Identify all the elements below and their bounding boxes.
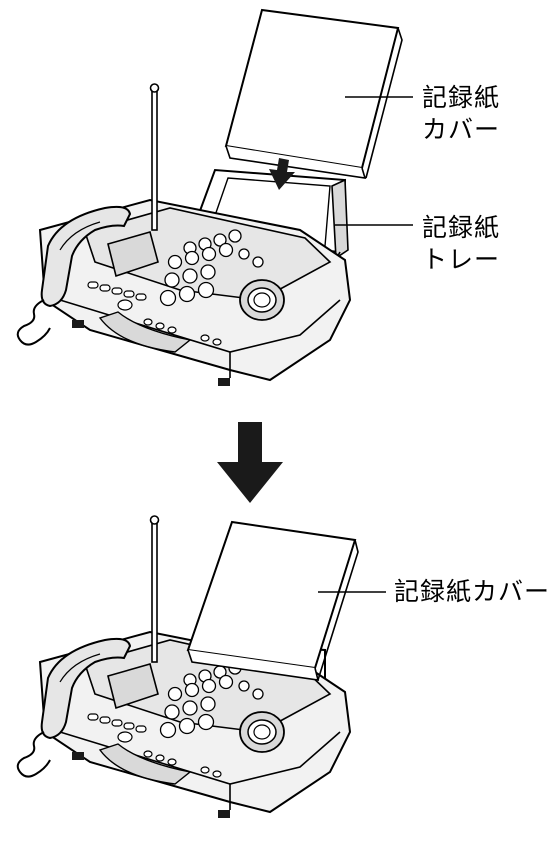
paper-tray-label-line1: 記録紙 (422, 213, 501, 242)
paper-cover-top (224, 8, 400, 170)
paper-tray-label: 記録紙 トレー (422, 212, 500, 276)
step-down-arrow-icon (217, 422, 283, 503)
paper-cover-label-bottom: 記録紙カバー (394, 577, 551, 606)
paper-cover-label-top: 記録紙 カバー (422, 82, 500, 146)
down-arrow-icon (269, 158, 295, 190)
paper-cover-bottom (186, 520, 357, 670)
fax-machine-top (16, 83, 351, 387)
paper-cover-label-top-line1: 記録紙 (422, 83, 501, 112)
paper-tray-label-line2: トレー (422, 245, 501, 274)
paper-cover-label-top-line2: カバー (422, 115, 501, 144)
